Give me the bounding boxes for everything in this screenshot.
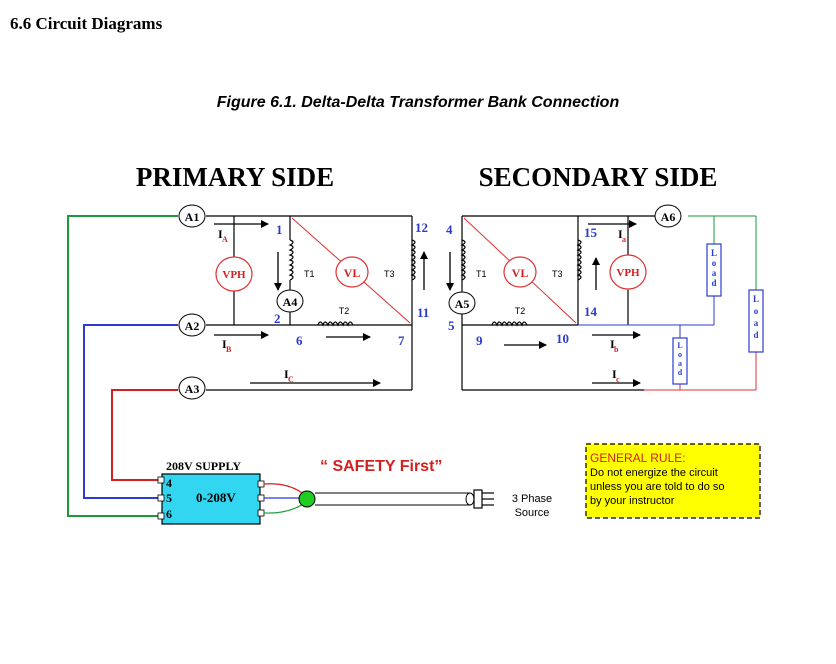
voltmeter-vph-primary-label: VPH	[222, 269, 246, 281]
current-ia-label: I A	[218, 227, 228, 244]
current-ib-label: I B	[222, 337, 232, 354]
ammeter-a2-label: A2	[185, 319, 200, 333]
svg-text:b: b	[614, 345, 619, 354]
supply-terminal-6: 6	[166, 507, 172, 521]
node-5: 5	[448, 318, 455, 333]
ammeter-a1-label: A1	[185, 210, 200, 224]
general-rule-title: GENERAL RULE:	[590, 451, 686, 465]
voltmeter-vl-primary-label: VL	[344, 266, 361, 280]
ammeter-a4: A4	[276, 289, 304, 313]
current-ib2-label: I b	[610, 337, 619, 354]
current-ia2-label: I a	[618, 227, 626, 244]
primary-t3-coil	[410, 239, 416, 281]
blue-phase-wire	[83, 324, 178, 499]
node-15: 15	[584, 225, 598, 240]
supply-terminal-5: 5	[166, 491, 172, 505]
ammeter-a6: A6	[654, 204, 682, 228]
svg-text:B: B	[226, 345, 232, 354]
node-9: 9	[476, 333, 483, 348]
node-1: 1	[276, 222, 283, 237]
voltmeter-vl-secondary: VL	[503, 256, 537, 288]
ammeter-a5: A5	[448, 291, 476, 315]
ammeter-a4-label: A4	[283, 295, 298, 309]
plug-icon	[473, 489, 494, 509]
load-wiring-blue	[578, 296, 715, 338]
secondary-t1-coil	[460, 239, 466, 281]
primary-side-label: PRIMARY SIDE	[136, 162, 334, 192]
secondary-side-label: SECONDARY SIDE	[479, 162, 718, 192]
secondary-wiring	[461, 215, 664, 391]
voltmeter-vph-secondary: VPH	[609, 254, 647, 290]
ammeter-a1: A1	[178, 204, 206, 228]
svg-text:I: I	[618, 227, 623, 241]
node-10: 10	[556, 331, 569, 346]
primary-t1-label: T1	[304, 269, 315, 279]
secondary-t3-label: T3	[552, 269, 563, 279]
node-4: 4	[446, 222, 453, 237]
ammeter-a3: A3	[178, 376, 206, 400]
source-label-line2: Source	[515, 507, 550, 519]
load-wiring-green	[688, 215, 757, 290]
node-2: 2	[274, 311, 281, 326]
node-6: 6	[296, 333, 303, 348]
general-rule-line-3: by your instructor	[590, 495, 675, 507]
node-12: 12	[415, 220, 428, 235]
source-label-line1: 3 Phase	[512, 493, 552, 505]
ammeter-a3-label: A3	[185, 382, 200, 396]
svg-text:I: I	[284, 367, 289, 381]
svg-text:I: I	[612, 367, 617, 381]
node-14: 14	[584, 304, 598, 319]
secondary-vl-wiring	[463, 217, 629, 324]
secondary-t1-label: T1	[476, 269, 487, 279]
supply-box: 4 5 6 0-208V	[157, 473, 265, 525]
safety-text: “ SAFETY First”	[320, 458, 442, 475]
power-cable	[315, 492, 475, 506]
secondary-t2-coil	[491, 321, 528, 327]
primary-wiring	[206, 215, 413, 391]
primary-t2-label: T2	[339, 306, 350, 316]
current-ic-label: I C	[284, 367, 294, 384]
supply-range: 0-208V	[196, 490, 236, 505]
red-phase-wire	[111, 389, 178, 481]
svg-text:A: A	[222, 235, 228, 244]
primary-t1-coil	[288, 239, 294, 281]
section-title: 6.6 Circuit Diagrams	[10, 14, 163, 33]
voltmeter-vl-primary: VL	[335, 256, 369, 288]
source-junction-node	[298, 490, 316, 508]
secondary-t3-coil	[576, 239, 582, 281]
load-wiring-red	[644, 352, 757, 391]
svg-text:I: I	[222, 337, 227, 351]
ammeter-a6-label: A6	[661, 210, 676, 224]
ammeter-a5-label: A5	[455, 297, 470, 311]
ammeter-a2: A2	[178, 313, 206, 337]
primary-t3-label: T3	[384, 269, 395, 279]
general-rule-box: GENERAL RULE: Do not energize the circui…	[585, 443, 761, 519]
voltmeter-vl-secondary-label: VL	[512, 266, 529, 280]
secondary-t2-label: T2	[515, 306, 526, 316]
node-11: 11	[417, 305, 429, 320]
voltmeter-vph-secondary-label: VPH	[616, 267, 640, 279]
voltmeter-vph-primary: VPH	[215, 256, 253, 292]
svg-text:c: c	[616, 375, 620, 384]
supply-title: 208V SUPPLY	[166, 459, 241, 473]
green-phase-wire	[67, 215, 178, 517]
primary-t2-coil	[317, 321, 354, 327]
figure-caption: Figure 6.1. Delta-Delta Transformer Bank…	[216, 94, 620, 111]
svg-text:a: a	[622, 235, 626, 244]
general-rule-line-1: Do not energize the circuit	[590, 467, 718, 479]
svg-text:I: I	[610, 337, 615, 351]
current-ic2-label: I c	[612, 367, 620, 384]
node-7: 7	[398, 333, 405, 348]
svg-text:I: I	[218, 227, 223, 241]
general-rule-line-2: unless you are told to do so	[590, 481, 725, 493]
supply-terminal-4: 4	[166, 476, 172, 490]
svg-text:C: C	[288, 375, 294, 384]
